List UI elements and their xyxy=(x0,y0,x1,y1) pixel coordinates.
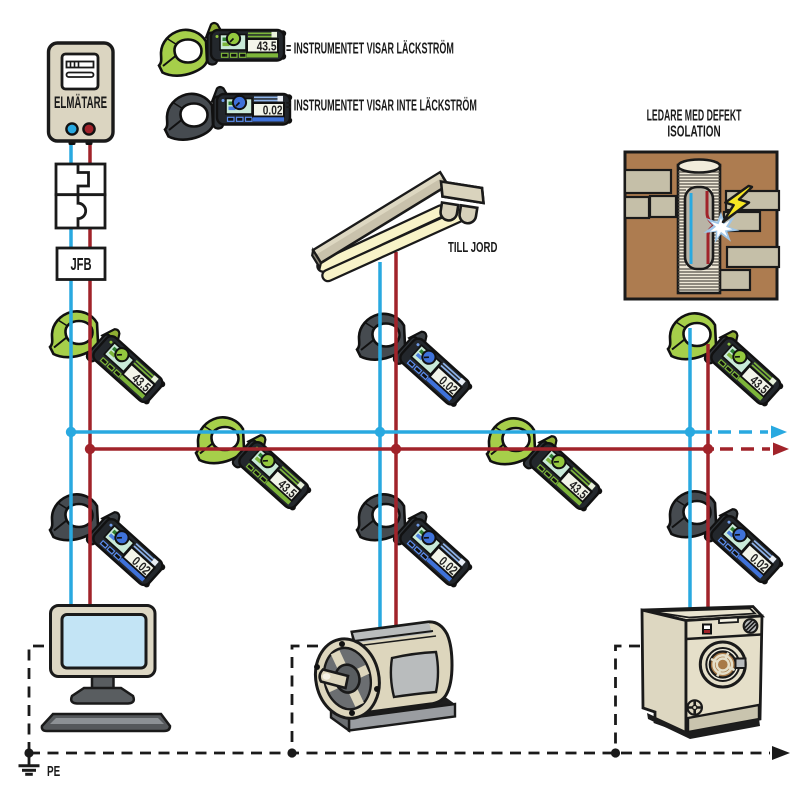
svg-text:JFB: JFB xyxy=(70,254,91,274)
svg-text:TILL JORD: TILL JORD xyxy=(448,239,497,256)
svg-text:LEDARE MED DEFEKT: LEDARE MED DEFEKT xyxy=(647,106,742,125)
svg-text:PE: PE xyxy=(47,763,60,780)
svg-text:= INSTRUMENTET VISAR INTE LÄCK: = INSTRUMENTET VISAR INTE LÄCKSTRÖM xyxy=(286,96,477,114)
svg-text:ELMÄTARE: ELMÄTARE xyxy=(54,92,107,112)
svg-text:ISOLATION: ISOLATION xyxy=(667,122,720,140)
svg-text:= INSTRUMENTET VISAR LÄCKSTRÖM: = INSTRUMENTET VISAR LÄCKSTRÖM xyxy=(286,39,454,57)
